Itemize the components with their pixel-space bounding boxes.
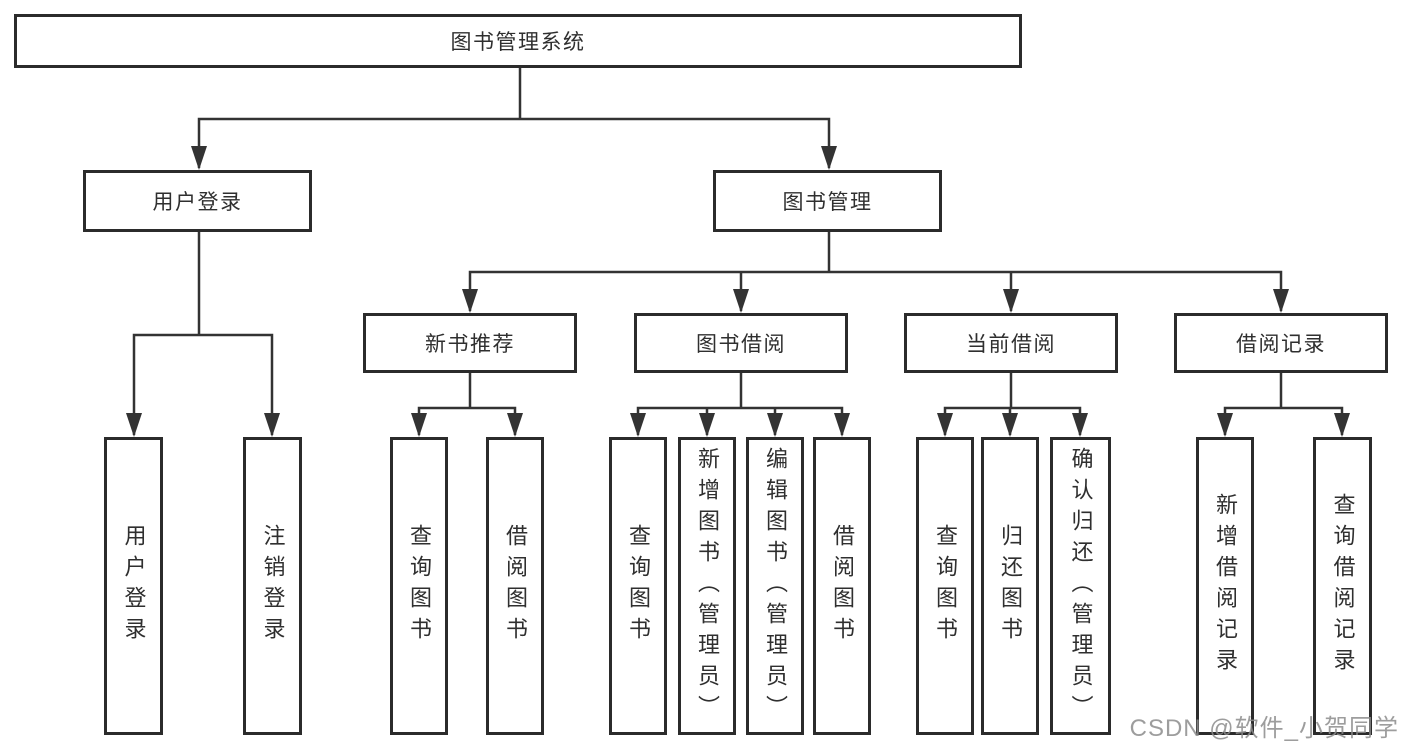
node-logout-label: 注销登录 — [260, 524, 286, 648]
node-new-book-recommend: 新书推荐 — [363, 313, 577, 373]
node-add-books-admin: 新增图书（管理员） — [678, 437, 736, 735]
node-return-books-label: 归还图书 — [998, 524, 1023, 648]
node-query-books-current: 查询图书 — [916, 437, 974, 735]
node-query-books-borrowing: 查询图书 — [609, 437, 667, 735]
node-add-borrow-record-label: 新增借阅记录 — [1213, 493, 1238, 679]
node-user-login-label: 用户登录 — [152, 191, 243, 214]
node-query-books-recommend: 查询图书 — [390, 437, 448, 735]
node-borrowing-records: 借阅记录 — [1174, 313, 1388, 373]
node-edit-books-admin: 编辑图书（管理员） — [746, 437, 804, 735]
node-add-books-admin-label: 新增图书（管理员） — [695, 446, 720, 726]
node-current-borrowing: 当前借阅 — [904, 313, 1118, 373]
node-new-book-recommend-label: 新书推荐 — [425, 333, 515, 356]
node-borrow-books-borrowing: 借阅图书 — [813, 437, 871, 735]
node-confirm-return-admin: 确认归还（管理员） — [1050, 437, 1111, 735]
node-logout: 注销登录 — [243, 437, 302, 735]
node-book-borrowing-label: 图书借阅 — [696, 333, 786, 356]
node-user-login-action: 用户登录 — [104, 437, 163, 735]
node-confirm-return-admin-label: 确认归还（管理员） — [1068, 446, 1094, 726]
node-borrow-books-borrowing-label: 借阅图书 — [830, 524, 855, 648]
node-borrowing-records-label: 借阅记录 — [1236, 333, 1326, 356]
node-query-borrow-record-label: 查询借阅记录 — [1330, 493, 1356, 679]
node-return-books: 归还图书 — [981, 437, 1039, 735]
csdn-watermark: CSDN @软件_小贺同学 — [1129, 715, 1399, 742]
node-borrow-books-recommend: 借阅图书 — [486, 437, 544, 735]
node-book-management-label: 图书管理 — [782, 191, 873, 214]
node-query-books-recommend-label: 查询图书 — [407, 524, 432, 648]
node-query-books-borrowing-label: 查询图书 — [626, 524, 651, 648]
node-root-label: 图书管理系统 — [450, 31, 586, 54]
node-add-borrow-record: 新增借阅记录 — [1196, 437, 1254, 735]
node-query-borrow-record: 查询借阅记录 — [1313, 437, 1372, 735]
node-query-books-current-label: 查询图书 — [933, 524, 958, 648]
node-user-login: 用户登录 — [83, 170, 312, 232]
node-edit-books-admin-label: 编辑图书（管理员） — [763, 446, 788, 726]
node-user-login-action-label: 用户登录 — [121, 524, 147, 648]
node-borrow-books-recommend-label: 借阅图书 — [503, 524, 528, 648]
node-current-borrowing-label: 当前借阅 — [966, 333, 1056, 356]
node-book-management: 图书管理 — [713, 170, 942, 232]
node-root: 图书管理系统 — [14, 14, 1022, 68]
node-book-borrowing: 图书借阅 — [634, 313, 848, 373]
